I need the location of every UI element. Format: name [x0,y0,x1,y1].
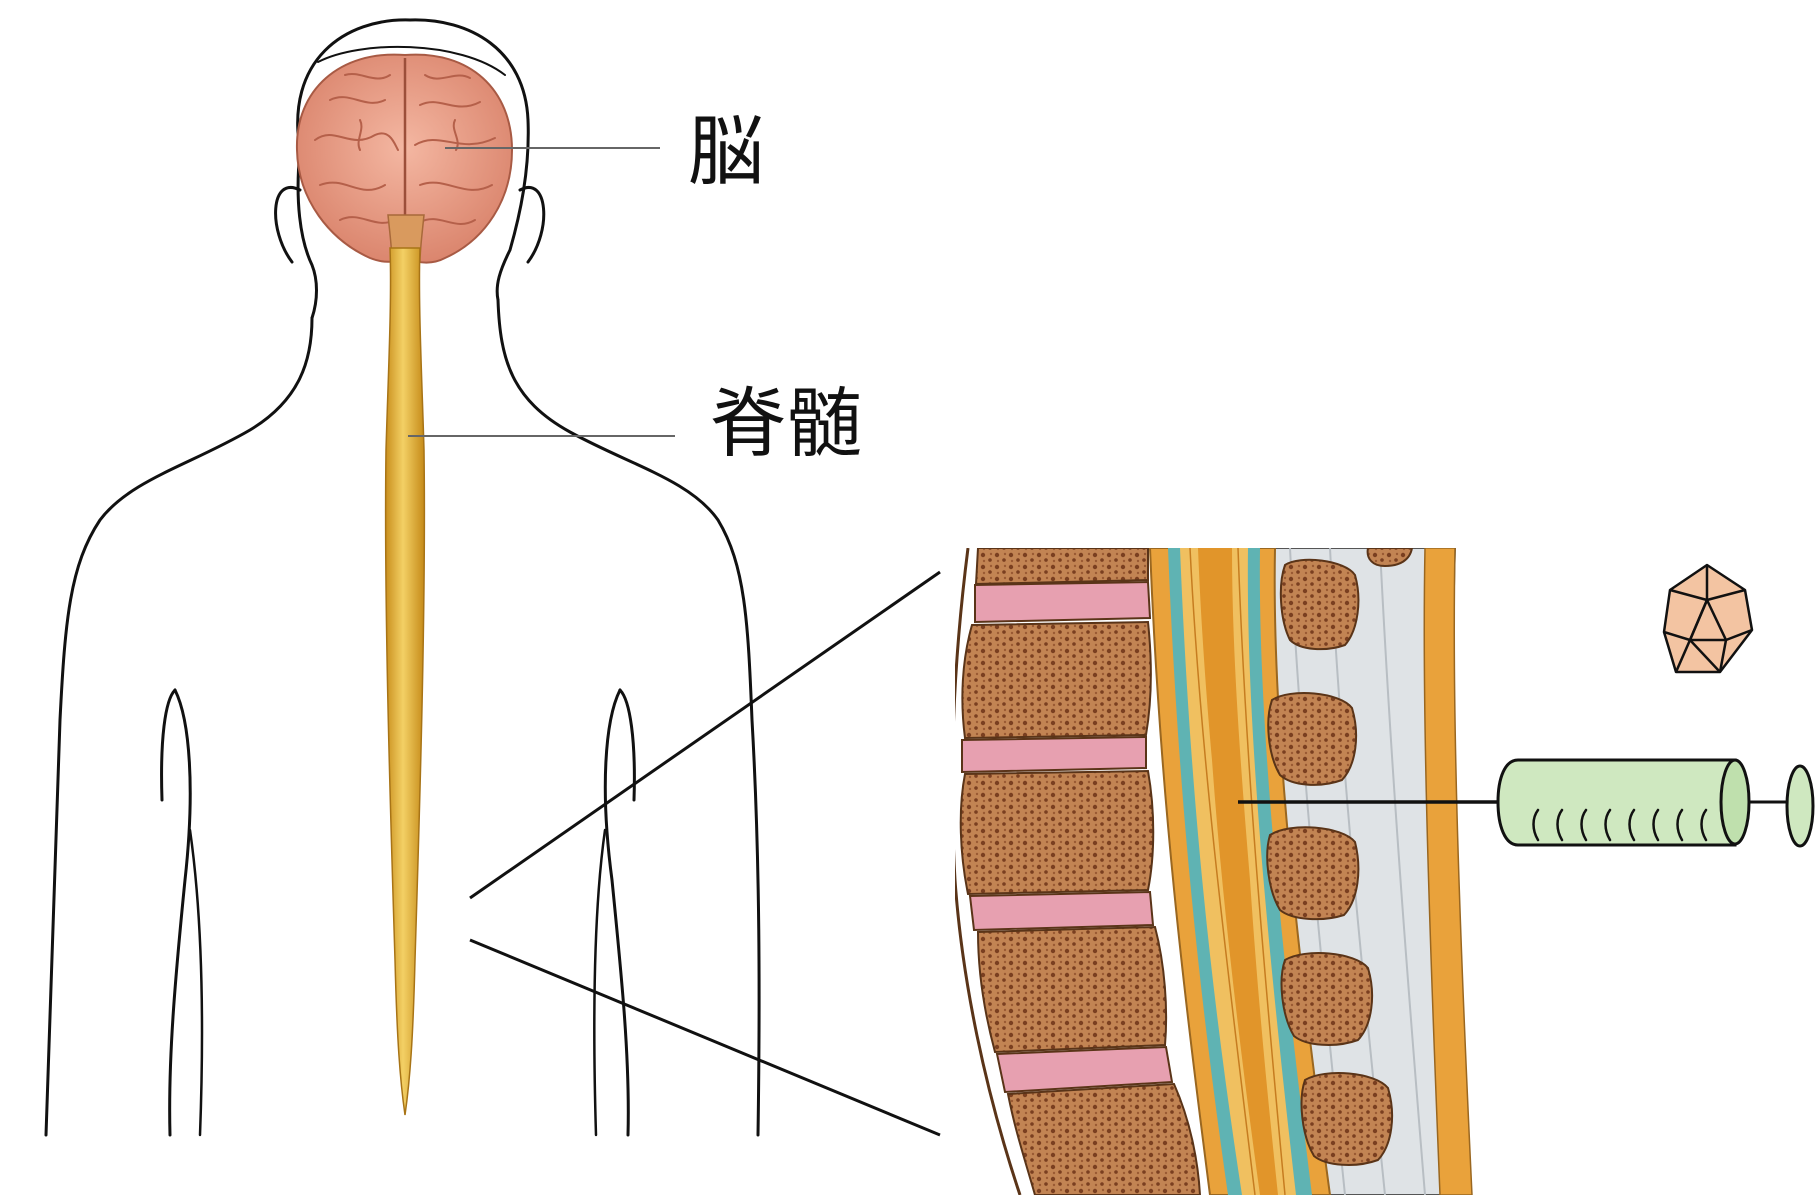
brain-label: 脳 [688,114,764,190]
zoom-line-bottom [470,940,940,1135]
brain-illustration [297,55,512,263]
syringe-icon [1498,760,1813,846]
spine-cross-section [952,548,1472,1195]
spinal-cord-label: 脊髄 [710,386,862,462]
zoom-line-top [470,572,940,898]
virus-icon [1664,565,1752,672]
spinal-cord-illustration [386,248,425,1115]
